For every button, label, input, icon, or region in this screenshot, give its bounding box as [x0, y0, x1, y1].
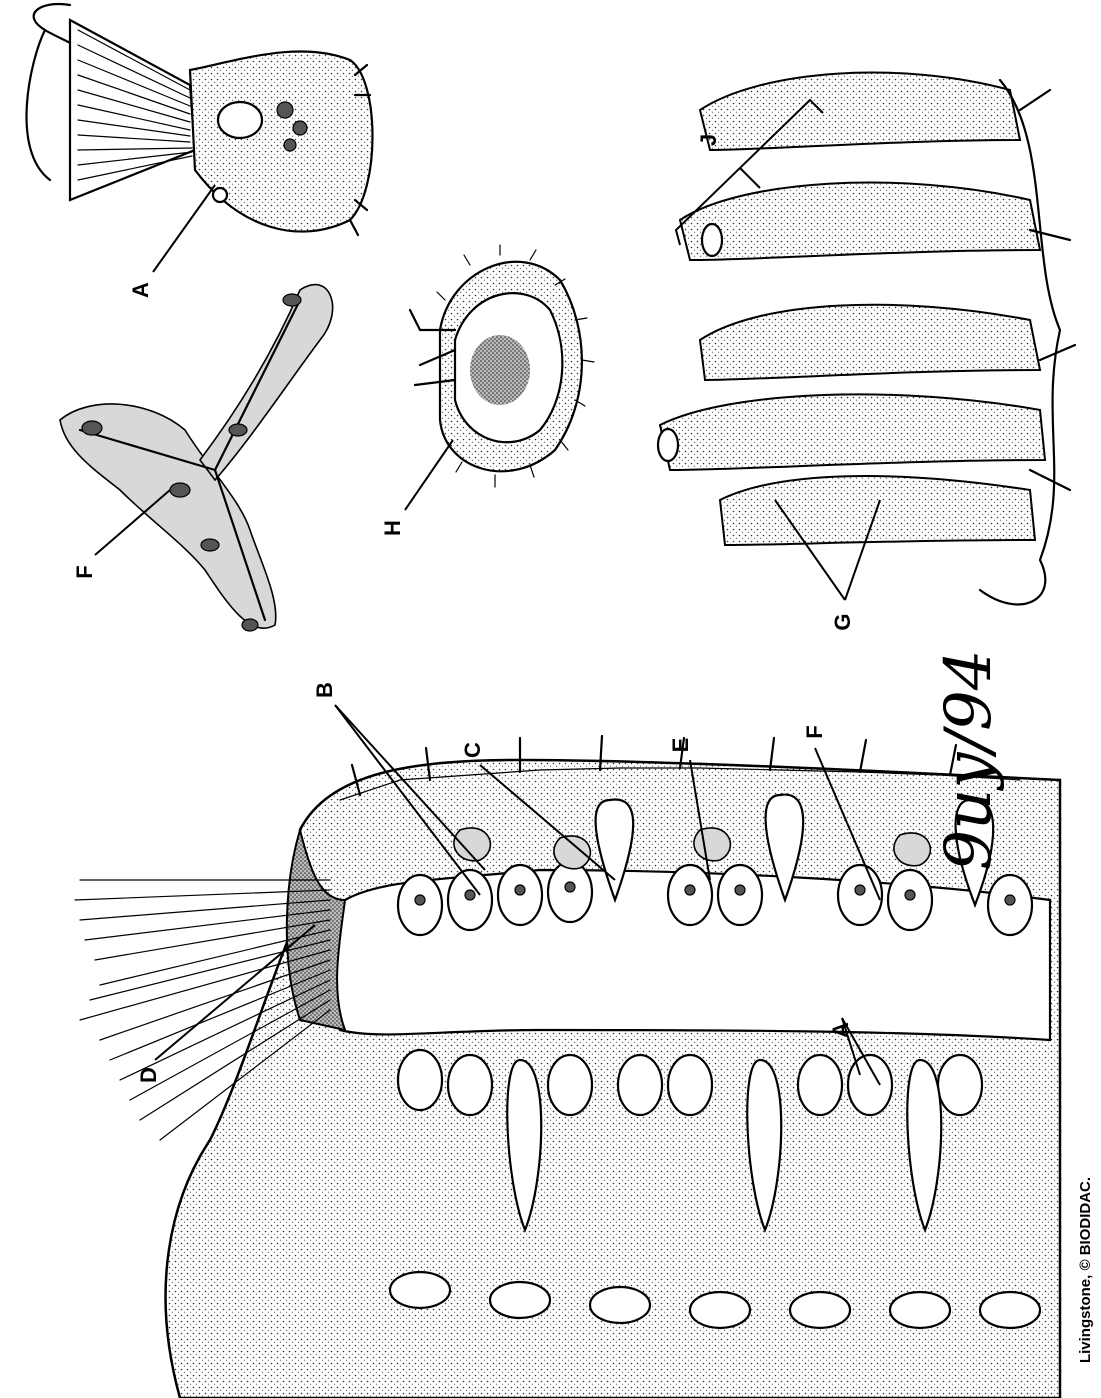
label-e: E: [668, 738, 693, 753]
a-top-leader: [153, 185, 215, 272]
label-g: G: [830, 613, 855, 630]
label-b: B: [312, 682, 337, 698]
label-h: H: [380, 520, 405, 536]
label-c: C: [460, 742, 485, 758]
label-f-top: F: [72, 565, 97, 578]
label-a-main: A: [828, 1022, 853, 1038]
credit-text: Livingstone, © BIODIDAC.: [1077, 1177, 1094, 1363]
label-d: D: [136, 1067, 161, 1083]
artist-signature: 9uy/94: [932, 649, 1006, 870]
label-a-top: A: [128, 282, 153, 298]
sponge-colony-figure: [658, 73, 1075, 605]
sponge-wall-section: [75, 736, 1060, 1398]
gemmule-figure: [410, 245, 594, 487]
sclerocyte-figure: [60, 285, 333, 631]
h-leader: [405, 440, 453, 510]
label-f-main: F: [802, 725, 827, 738]
choanocyte-figure: [27, 4, 373, 235]
label-j: J: [696, 134, 721, 146]
